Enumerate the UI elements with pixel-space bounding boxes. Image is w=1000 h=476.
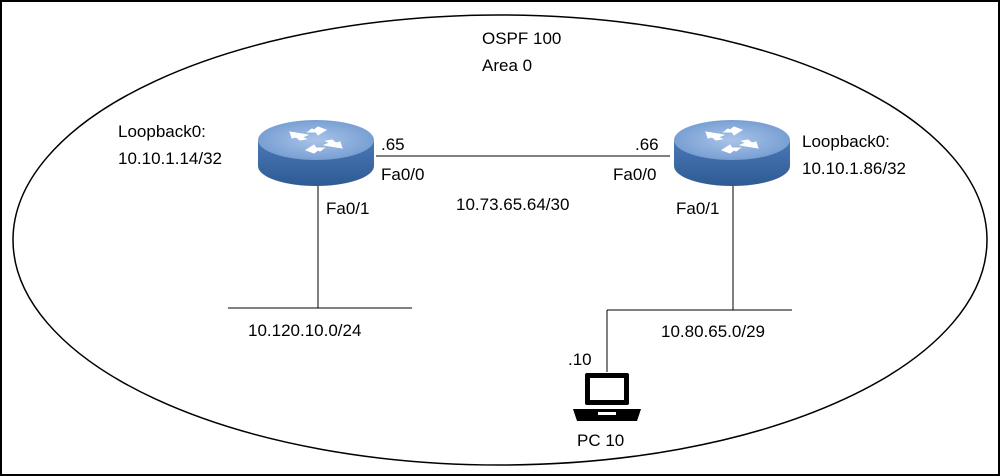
right-loopback-ip: 10.10.1.86/32 [802, 159, 906, 178]
laptop-icon [573, 373, 641, 421]
ospf-area-label: Area 0 [482, 56, 532, 75]
left-lan-subnet-label: 10.120.10.0/24 [248, 321, 361, 340]
pc-host-label: .10 [568, 350, 592, 369]
router-icon [257, 119, 375, 187]
wan-subnet-label: 10.73.65.64/30 [456, 195, 569, 214]
left-loopback-name: Loopback0: [118, 122, 206, 141]
right-wan-iface: Fa0/0 [613, 165, 656, 184]
pc-name-label: PC 10 [577, 431, 624, 450]
ospf-area-ellipse [12, 14, 988, 466]
left-lan-iface: Fa0/1 [326, 199, 369, 218]
right-loopback-name: Loopback0: [802, 132, 890, 151]
right-lan-iface: Fa0/1 [676, 199, 719, 218]
left-loopback-ip: 10.10.1.14/32 [118, 149, 222, 168]
ospf-process-label: OSPF 100 [482, 29, 561, 48]
left-wan-iface: Fa0/0 [381, 165, 424, 184]
router-left[interactable] [257, 119, 375, 187]
router-right[interactable] [673, 119, 791, 187]
router-icon [673, 119, 791, 187]
pc-10[interactable] [573, 373, 641, 421]
right-wan-host: .66 [635, 135, 659, 154]
left-wan-host: .65 [381, 135, 405, 154]
right-lan-subnet-label: 10.80.65.0/29 [661, 322, 765, 341]
